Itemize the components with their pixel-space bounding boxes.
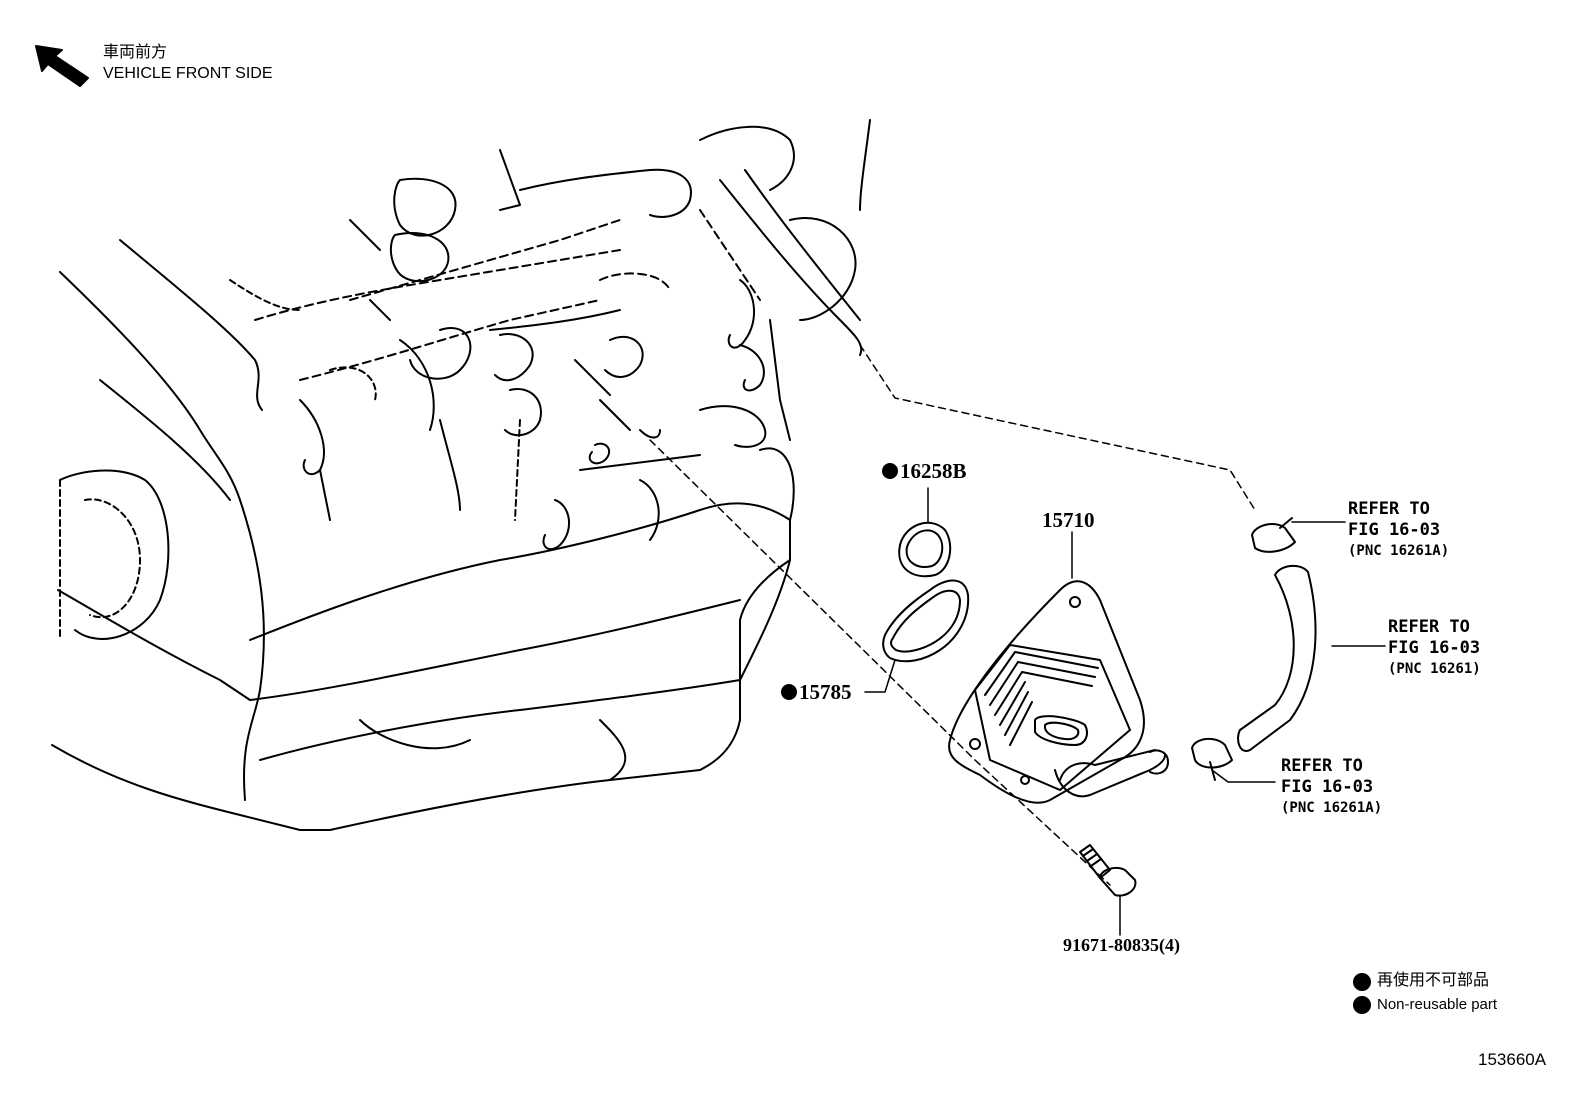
leader-lines xyxy=(649,344,1386,936)
engine-block-outline xyxy=(51,119,871,831)
hose-clamp-lower xyxy=(1191,737,1233,781)
filled-circle-icon xyxy=(1353,996,1371,1014)
gasket-16258b xyxy=(898,521,952,578)
arrow-up-left-icon xyxy=(35,45,89,87)
part-label-15710: 15710 xyxy=(1042,508,1095,532)
part-label-bolt: 91671-80835(4) xyxy=(1063,935,1180,955)
part-label-16258b: 16258B xyxy=(882,461,967,482)
figure-id: 153660A xyxy=(1478,1050,1547,1069)
refer-to-block-1: REFER TO FIG 16-03 (PNC 16261A) xyxy=(1348,499,1450,559)
gasket-15785 xyxy=(882,579,970,663)
hose-clamp-upper xyxy=(1251,517,1296,553)
refer-to-block-3: REFER TO FIG 16-03 (PNC 16261A) xyxy=(1281,756,1383,816)
part-label-15785: 15785 xyxy=(781,682,852,703)
legend-en: Non-reusable part xyxy=(1377,996,1498,1013)
front-direction-en: VEHICLE FRONT SIDE xyxy=(103,65,273,82)
non-reusable-marker xyxy=(882,463,898,479)
bolt-91671 xyxy=(1079,844,1137,897)
legend-jp: 再使用不可部品 xyxy=(1377,972,1490,989)
front-direction-label: 車両前方 VEHICLE FRONT SIDE xyxy=(103,42,273,84)
front-direction-jp: 車両前方 xyxy=(103,44,168,61)
refer-to-block-2: REFER TO FIG 16-03 (PNC 16261) xyxy=(1388,617,1481,677)
oil-cooler-15710 xyxy=(948,580,1169,804)
water-hose xyxy=(1237,564,1317,752)
filled-circle-icon xyxy=(1353,973,1371,991)
non-reusable-marker xyxy=(781,684,797,700)
